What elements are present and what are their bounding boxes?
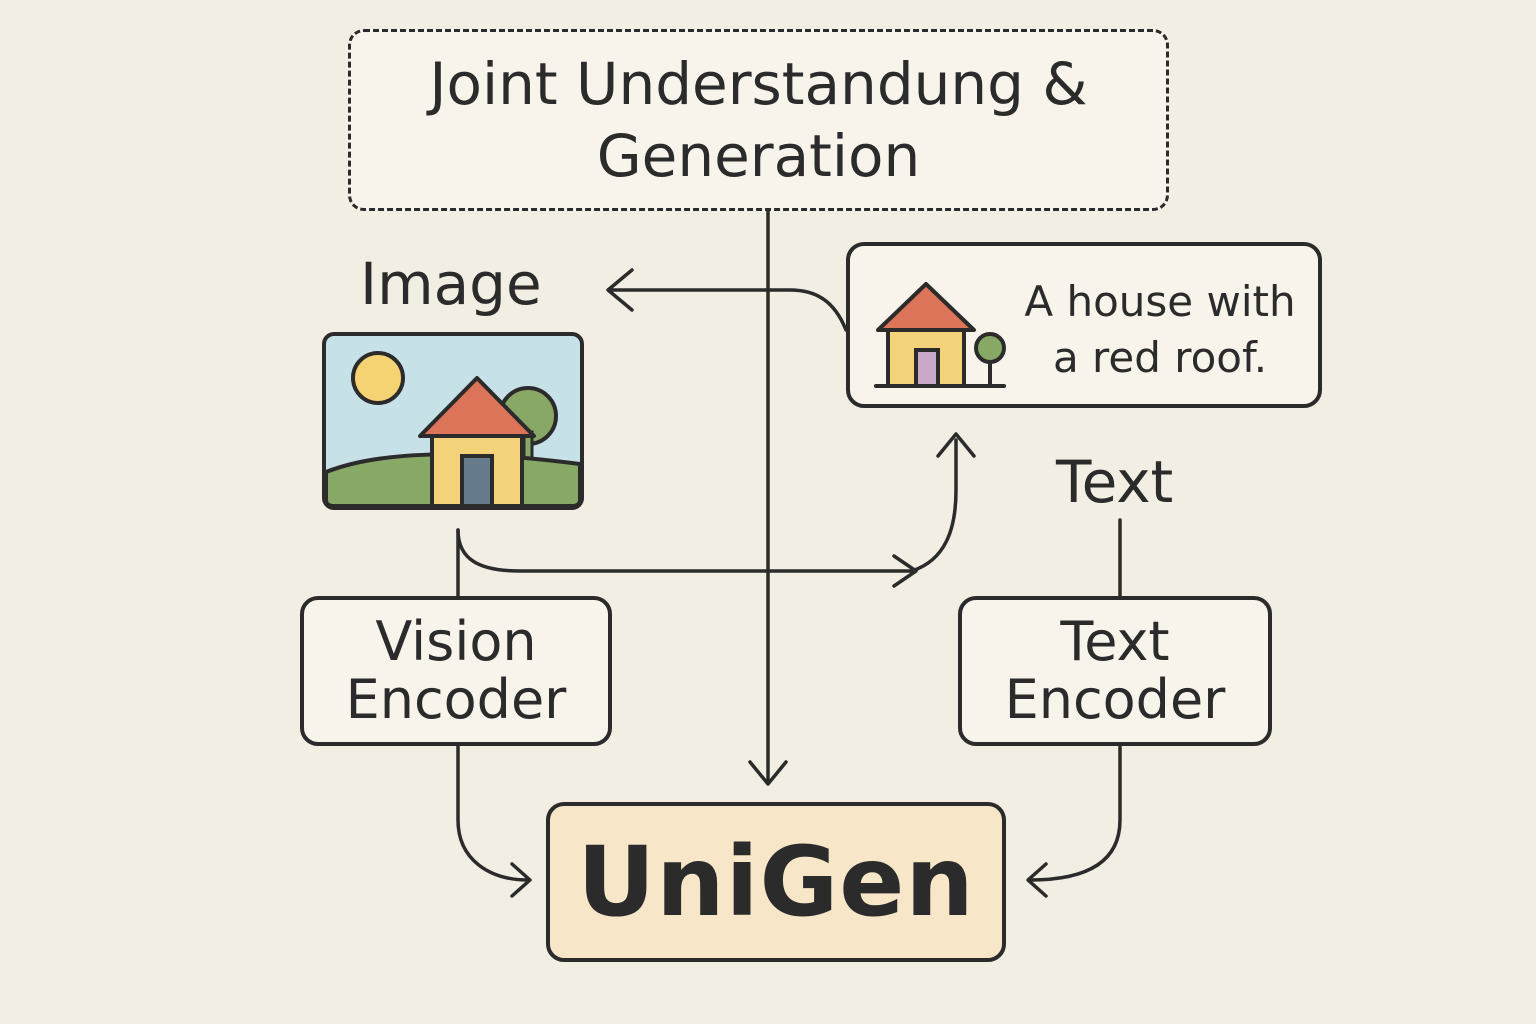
caption-card: A house with a red roof. xyxy=(846,242,1322,408)
unigen-box: UniGen xyxy=(546,802,1006,962)
image-label: Image xyxy=(360,250,542,318)
goal-box: Joint Understandung & Generation xyxy=(348,29,1169,211)
landscape-house-icon xyxy=(322,332,584,510)
caption-text: A house with a red roof. xyxy=(1024,277,1296,382)
text-encoder-box: Text Encoder xyxy=(958,596,1272,746)
text-encoder-to-unigen-arrow xyxy=(1028,744,1122,882)
text-encoder-text: Text Encoder xyxy=(1004,610,1226,731)
vision-to-unigen-arrow xyxy=(456,744,530,882)
text-label: Text xyxy=(1056,448,1174,516)
unigen-text: UniGen xyxy=(577,826,975,938)
image-to-caption-arrow xyxy=(456,528,914,573)
vision-encoder-box: Vision Encoder xyxy=(300,596,612,746)
house-tree-icon xyxy=(874,282,1006,388)
vision-encoder-text: Vision Encoder xyxy=(345,610,567,731)
caption-to-image-arrow xyxy=(610,288,848,332)
goal-text: Joint Understandung & Generation xyxy=(429,50,1088,190)
